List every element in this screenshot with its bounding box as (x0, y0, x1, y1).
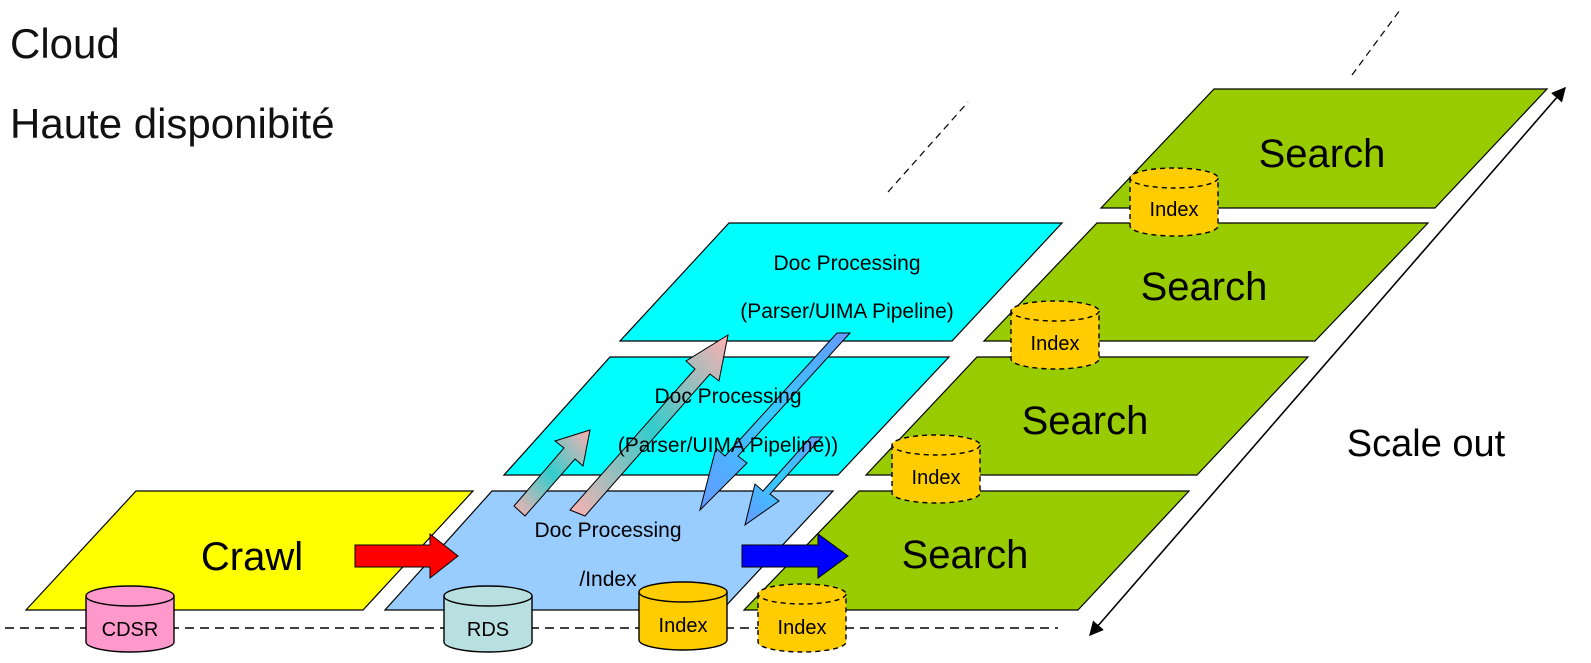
cdsr-label: CDSR (102, 619, 159, 641)
arrow-crawl-to-docproc (354, 532, 459, 580)
docproc-mid-label-line1: Doc Processing (654, 385, 801, 408)
search-index-4-label: Index (1150, 199, 1199, 221)
search-label-1: Search (902, 533, 1029, 577)
scale-out-label: Scale out (1347, 423, 1506, 465)
search-index-4-cylinder: Index (1129, 167, 1219, 237)
crawl-label: Crawl (201, 535, 303, 579)
docproc-plane-mid (502, 356, 951, 476)
search-index-3-cylinder: Index (1010, 300, 1100, 370)
rds-label: RDS (467, 619, 509, 641)
docproc-index-cylinder: Index (638, 581, 728, 651)
perspective-dashed-2 (1351, 9, 1401, 76)
search-index-2-cylinder: Index (891, 434, 981, 504)
search-plane-1 (742, 490, 1191, 611)
search-label-3: Search (1141, 265, 1268, 309)
search-index-3-label: Index (1031, 333, 1080, 355)
perspective-dashed-1 (887, 101, 969, 193)
scale-out-arrow (1089, 86, 1566, 637)
flow-arrow-down-2 (744, 436, 824, 527)
docproc-bottom-label-line2: /Index (579, 568, 637, 591)
search-index-1-label: Index (778, 617, 827, 639)
search-index-1-cylinder: Index (757, 583, 847, 653)
search-index-2-label: Index (912, 467, 961, 489)
search-label-2: Search (1022, 399, 1149, 443)
crawl-plane (24, 490, 475, 611)
diagram-subtitle: Haute disponibité (10, 100, 335, 147)
flow-arrow-down-1 (699, 332, 852, 512)
arrow-docproc-to-search (741, 533, 849, 579)
rds-cylinder: RDS (443, 585, 533, 653)
docproc-plane-top (618, 222, 1064, 342)
docproc-mid-label-line2: (Parser/UIMA Pipeline)) (618, 434, 839, 457)
flow-arrow-up-2 (569, 333, 729, 517)
search-label-4: Search (1259, 132, 1386, 176)
docproc-top-label-line2: (Parser/UIMA Pipeline) (740, 300, 954, 323)
diagram-title: Cloud (10, 20, 120, 67)
docproc-top-label-line1: Doc Processing (773, 252, 920, 275)
cdsr-cylinder: CDSR (85, 585, 175, 653)
flow-arrow-up-1 (513, 429, 591, 517)
docproc-index-label: Index (659, 615, 708, 637)
docproc-bottom-label-line1: Doc Processing (534, 519, 681, 542)
